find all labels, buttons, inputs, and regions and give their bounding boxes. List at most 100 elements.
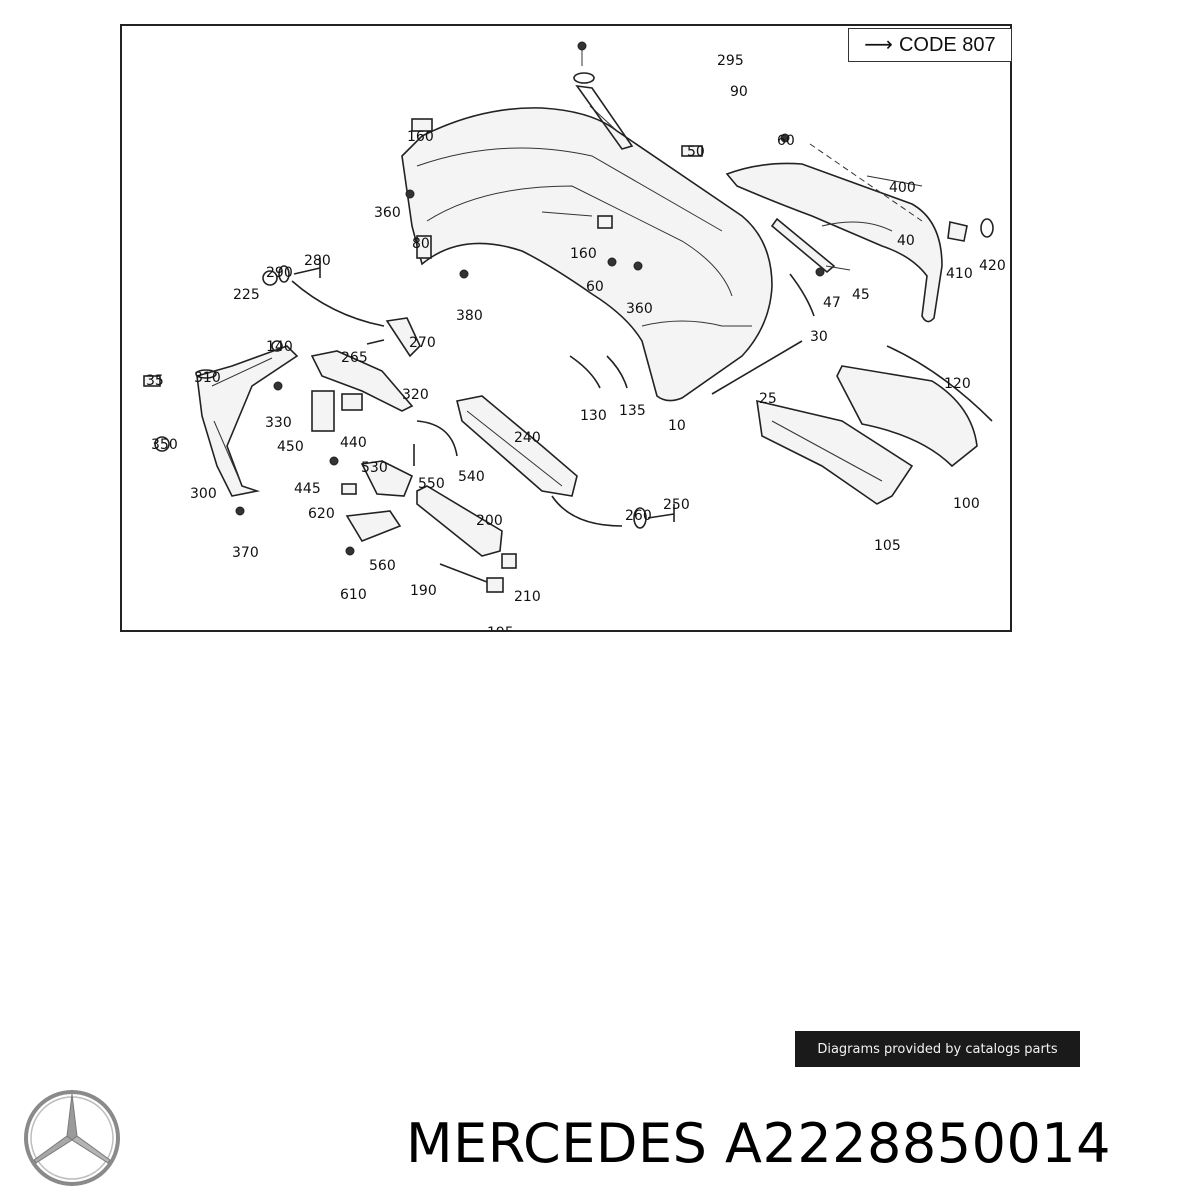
assembly-arrow-1 [291, 280, 385, 327]
washer-260 [633, 507, 647, 529]
callout-200: 200 [476, 513, 503, 529]
seal-90 [573, 72, 595, 84]
screw-380 [459, 269, 469, 279]
callout-30: 30 [810, 329, 828, 345]
callout-40: 40 [897, 233, 915, 249]
bracket-530 [360, 460, 414, 497]
callout-140: 140 [266, 339, 293, 355]
part-title: MERCEDES A2228850014 [406, 1112, 1111, 1175]
callout-45: 45 [852, 287, 870, 303]
bumper-cover [401, 84, 773, 402]
diffuser-400 [725, 143, 943, 323]
gasket-310 [195, 369, 217, 379]
callout-160b: 160 [570, 246, 597, 262]
screw-265 [366, 339, 385, 345]
callout-270: 270 [409, 335, 436, 351]
screw-360-mid [633, 261, 643, 271]
callout-195: 195 [487, 625, 514, 630]
callout-300: 300 [190, 486, 217, 502]
callout-295: 295 [717, 53, 744, 69]
callout-90: 90 [730, 84, 748, 100]
clip-80 [416, 235, 432, 259]
code-label-box: ⟶ CODE 807 [848, 28, 1012, 62]
bolt-280 [293, 258, 321, 278]
callout-290: 290 [266, 265, 293, 281]
callout-310: 310 [194, 370, 221, 386]
clip-270 [385, 317, 421, 358]
callout-160a: 160 [407, 129, 434, 145]
callout-400: 400 [889, 180, 916, 196]
callout-445: 445 [294, 481, 321, 497]
assembly-arrow-2 [551, 495, 623, 527]
callout-450: 450 [277, 439, 304, 455]
arrow-right-icon: ⟶ [864, 34, 893, 56]
callout-370: 370 [232, 545, 259, 561]
callout-10: 10 [668, 418, 686, 434]
bolt-295 [577, 41, 587, 51]
strip-135 [606, 355, 628, 389]
callout-550: 550 [418, 476, 445, 492]
grille-45 [770, 217, 836, 274]
washer-225 [262, 270, 278, 286]
callout-620: 620 [308, 506, 335, 522]
callout-560: 560 [369, 558, 396, 574]
callout-250: 250 [663, 497, 690, 513]
bolt-250 [647, 504, 675, 522]
callout-610: 610 [340, 587, 367, 603]
ring-420 [980, 218, 994, 238]
callout-100: 100 [953, 496, 980, 512]
sensor-195 [486, 577, 504, 593]
callout-350: 350 [151, 437, 178, 453]
callout-320: 320 [402, 387, 429, 403]
callout-330: 330 [265, 415, 292, 431]
callout-60a: 60 [777, 133, 795, 149]
bracket-300 [196, 345, 299, 497]
carrier-240 [456, 395, 578, 497]
mercedes-star-icon [24, 1090, 120, 1186]
screw-60-top [780, 133, 790, 143]
clip-160-mid [597, 215, 613, 229]
washer-290 [278, 265, 290, 283]
strip-25 [711, 340, 803, 395]
callout-105: 105 [874, 538, 901, 554]
callout-35: 35 [146, 373, 164, 389]
credit-badge: Diagrams provided by catalogs parts [795, 1031, 1080, 1067]
screw-370 [235, 506, 245, 516]
callout-80: 80 [412, 236, 430, 252]
callout-530: 530 [361, 460, 388, 476]
clip-35 [143, 375, 161, 387]
callout-260: 260 [625, 508, 652, 524]
callout-265: 265 [341, 350, 368, 366]
callout-360a: 360 [374, 205, 401, 221]
callout-120: 120 [944, 376, 971, 392]
code-label: CODE 807 [898, 33, 996, 56]
callout-540: 540 [458, 469, 485, 485]
lower-panel [756, 345, 993, 505]
callout-190: 190 [410, 583, 437, 599]
callout-135: 135 [619, 403, 646, 419]
callout-210: 210 [514, 589, 541, 605]
screw-47 [815, 267, 825, 277]
screw-610 [345, 546, 355, 556]
reinforcement-200 [416, 485, 503, 557]
clip-50 [681, 145, 703, 157]
callout-410: 410 [946, 266, 973, 282]
module-440 [341, 393, 363, 411]
screw-445 [329, 456, 339, 466]
bracket-320 [310, 350, 414, 412]
callout-360b: 360 [626, 301, 653, 317]
callout-380: 380 [456, 308, 483, 324]
callout-60b: 60 [586, 279, 604, 295]
callout-280: 280 [304, 253, 331, 269]
nut-140 [271, 340, 283, 352]
washer-350 [154, 436, 170, 452]
trim-30 [789, 273, 815, 317]
brand-name: MERCEDES [406, 1112, 708, 1175]
cable-190 [439, 563, 488, 583]
trim-540 [416, 420, 458, 457]
callout-225: 225 [233, 287, 260, 303]
clip-210 [501, 553, 517, 569]
screw-360-left [405, 189, 415, 199]
